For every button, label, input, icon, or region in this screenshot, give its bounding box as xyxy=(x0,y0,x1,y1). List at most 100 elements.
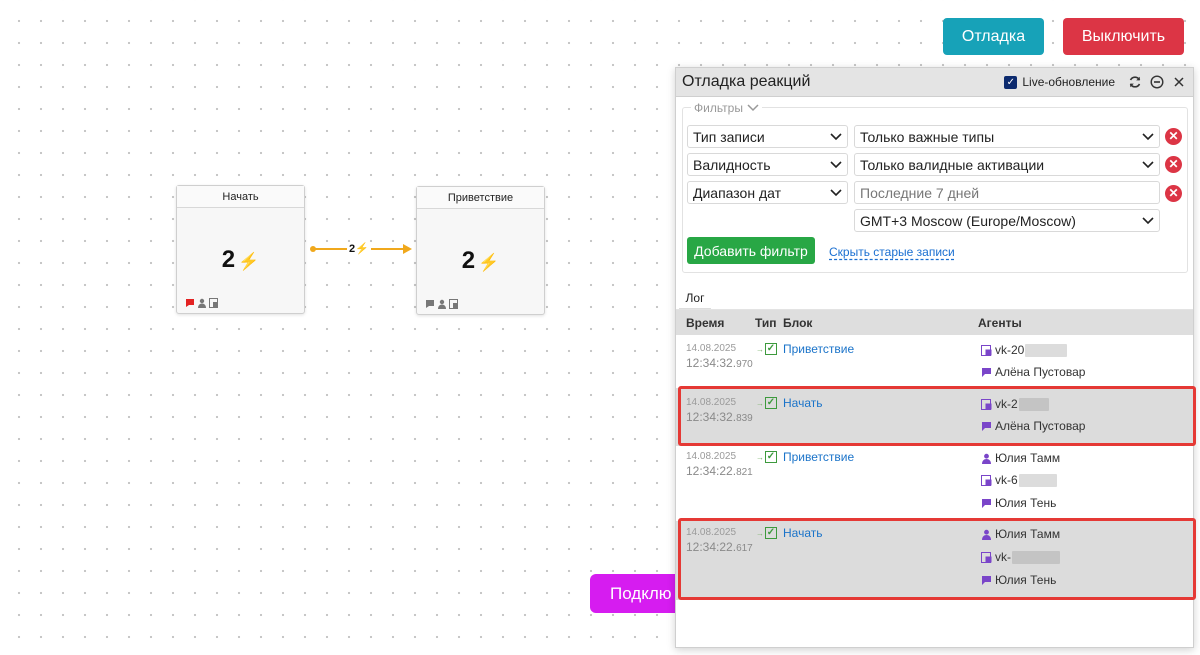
agent-item[interactable]: Юлия Тень xyxy=(981,496,1056,510)
agent-item[interactable]: Алёна Пустовар xyxy=(981,365,1085,379)
column-agents: Агенты xyxy=(978,316,1022,330)
agent-item[interactable]: Юлия Тамм xyxy=(981,451,1060,465)
chat-icon xyxy=(982,421,991,431)
row-type: →✓ xyxy=(756,527,777,539)
row-time: 12:34:32.970 xyxy=(686,356,753,370)
row-date: 14.08.2025 xyxy=(686,527,737,538)
table-row-highlighted[interactable]: 14.08.2025 12:34:22.617 →✓ Начать Юлия Т… xyxy=(676,521,1193,600)
row-type: →✓ xyxy=(756,343,777,355)
checkbox-activation-icon: ✓ xyxy=(765,397,777,409)
highlight-outline xyxy=(678,386,1196,446)
user-icon xyxy=(438,299,446,309)
chat-icon xyxy=(982,498,991,508)
arrow-icon: → xyxy=(756,344,764,354)
form-icon xyxy=(209,298,218,308)
agent-item[interactable]: Юлия Тень xyxy=(981,573,1056,587)
redacted-text xyxy=(1025,343,1068,357)
filters-toggle[interactable]: Фильтры xyxy=(691,101,762,115)
chat-icon xyxy=(186,299,194,307)
filter-value-select[interactable]: Только валидные активации xyxy=(854,153,1160,176)
checkbox-activation-icon: ✓ xyxy=(765,451,777,463)
chat-icon xyxy=(426,300,434,308)
agent-item[interactable]: vk-20 xyxy=(981,343,1068,357)
form-icon xyxy=(449,299,458,309)
row-date: 14.08.2025 xyxy=(686,397,737,408)
panel-header: Отладка реакций ✓ Live-обновление xyxy=(676,68,1193,97)
edge-label: 2⚡ xyxy=(347,242,371,255)
lightning-icon: ⚡ xyxy=(355,243,369,255)
form-icon xyxy=(981,344,992,356)
table-row-highlighted[interactable]: 14.08.2025 12:34:32.839 →✓ Начать vk-2 А… xyxy=(676,388,1193,446)
agent-item[interactable]: Юлия Тамм xyxy=(981,527,1060,541)
redacted-text xyxy=(1012,550,1060,564)
node-title: Приветствие xyxy=(417,187,544,209)
row-block-link[interactable]: Приветствие xyxy=(783,342,855,356)
row-time: 12:34:22.617 xyxy=(686,540,753,554)
checkbox-checked-icon[interactable]: ✓ xyxy=(1004,75,1018,89)
arrow-icon: → xyxy=(756,398,764,408)
form-icon xyxy=(981,474,992,486)
agent-item[interactable]: vk-6 xyxy=(981,473,1057,487)
edge-arrow xyxy=(403,244,412,254)
table-row[interactable]: 14.08.2025 12:34:22.821 →✓ Приветствие Ю… xyxy=(676,448,1193,514)
tab-divider xyxy=(676,309,1193,310)
highlight-outline xyxy=(678,518,1196,600)
live-update-toggle[interactable]: ✓ Live-обновление xyxy=(1004,75,1115,89)
agent-item[interactable]: vk- xyxy=(981,550,1060,564)
chevron-down-icon xyxy=(830,132,842,140)
remove-filter-icon[interactable]: ✕ xyxy=(1165,185,1182,202)
checkbox-activation-icon: ✓ xyxy=(765,343,777,355)
filter-field-select[interactable]: Валидность xyxy=(687,153,848,176)
row-block-link[interactable]: Приветствие xyxy=(783,450,855,464)
column-type: Тип xyxy=(755,316,777,330)
chevron-down-icon xyxy=(747,104,759,112)
filter-value-select[interactable]: Только важные типы xyxy=(854,125,1160,148)
node-count: 2⚡ xyxy=(461,247,500,274)
chat-icon xyxy=(982,367,991,377)
row-type: →✓ xyxy=(756,451,777,463)
row-block-link[interactable]: Начать xyxy=(783,526,823,540)
user-icon xyxy=(982,453,991,464)
reactions-debug-panel: Отладка реакций ✓ Live-обновление Фильтр… xyxy=(675,67,1194,648)
panel-title: Отладка реакций xyxy=(682,73,811,90)
debug-button[interactable]: Отладка xyxy=(943,18,1044,55)
column-time: Время xyxy=(686,316,725,330)
agent-item[interactable]: Алёна Пустовар xyxy=(981,419,1085,433)
agent-item[interactable]: vk-2 xyxy=(981,397,1049,411)
row-time: 12:34:32.839 xyxy=(686,410,753,424)
row-block-link[interactable]: Начать xyxy=(783,396,823,410)
live-update-label: Live-обновление xyxy=(1022,75,1115,89)
redacted-text xyxy=(1018,397,1049,411)
node-start[interactable]: Начать 2⚡ xyxy=(176,185,305,314)
add-filter-button[interactable]: Добавить фильтр xyxy=(687,237,815,264)
hide-old-records-link[interactable]: Скрыть старые записи xyxy=(829,245,955,259)
node-greeting[interactable]: Приветствие 2⚡ xyxy=(416,186,545,315)
log-table-header: Время Тип Блок Агенты xyxy=(676,310,1193,335)
user-icon xyxy=(982,529,991,540)
arrow-icon: → xyxy=(756,528,764,538)
chat-icon xyxy=(982,575,991,585)
tab-log[interactable]: Лог xyxy=(679,287,711,310)
chevron-down-icon xyxy=(830,160,842,168)
refresh-icon[interactable] xyxy=(1127,74,1143,90)
close-icon[interactable] xyxy=(1171,74,1187,90)
redacted-text xyxy=(1018,473,1057,487)
chevron-down-icon xyxy=(1142,160,1154,168)
timezone-select[interactable]: GMT+3 Moscow (Europe/Moscow) xyxy=(854,209,1160,232)
form-icon xyxy=(981,551,992,563)
minimize-icon[interactable] xyxy=(1149,74,1165,90)
lightning-icon: ⚡ xyxy=(478,253,500,272)
chevron-down-icon xyxy=(830,188,842,196)
arrow-icon: → xyxy=(756,452,764,462)
date-range-input[interactable]: Последние 7 дней xyxy=(854,181,1160,204)
form-icon xyxy=(981,398,992,410)
table-row[interactable]: 14.08.2025 12:34:32.970 →✓ Приветствие v… xyxy=(676,335,1193,385)
row-time: 12:34:22.821 xyxy=(686,464,753,478)
node-count: 2⚡ xyxy=(221,246,260,273)
remove-filter-icon[interactable]: ✕ xyxy=(1165,156,1182,173)
turn-off-button[interactable]: Выключить xyxy=(1063,18,1184,55)
lightning-icon: ⚡ xyxy=(238,252,260,271)
filter-field-select[interactable]: Диапазон дат xyxy=(687,181,848,204)
remove-filter-icon[interactable]: ✕ xyxy=(1165,128,1182,145)
filter-field-select[interactable]: Тип записи xyxy=(687,125,848,148)
